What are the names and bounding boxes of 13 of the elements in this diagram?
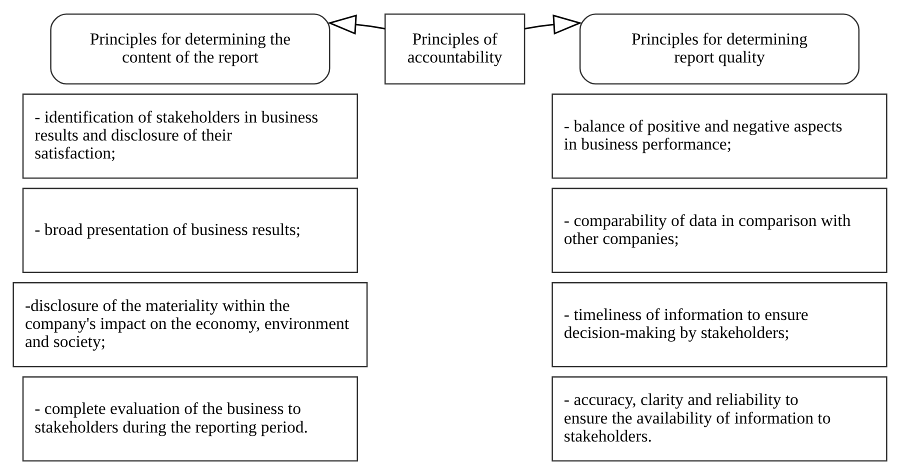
node-box: - timeliness of information to ensure decision-making by stakeholders; [552, 282, 888, 368]
node-box: -disclosure of the materiality within the company's impact on the economy, environment and society; [12, 282, 368, 368]
node-box: - broad presentation of business results; [22, 188, 358, 273]
node-box: Principles for determining the content of the report [50, 14, 330, 85]
node-box: - balance of positive and negative aspects in business performance; [552, 94, 888, 179]
node-box: - complete evaluation of the business to stakeholders during the reporting period. [22, 376, 358, 462]
node-box: - identification of stakeholders in business results and disclosure of their satisfaction; [22, 94, 358, 179]
node-box: Principles for determining report quality [579, 14, 860, 85]
node-box: Principles of accountability [384, 14, 526, 85]
node-box: - accuracy, clarity and reliability to ensure the availability of information to stakeholders. [552, 376, 888, 462]
node-box: - comparability of data in comparison with other companies; [552, 188, 888, 273]
arrow [327, 14, 386, 35]
arrow [524, 14, 582, 35]
